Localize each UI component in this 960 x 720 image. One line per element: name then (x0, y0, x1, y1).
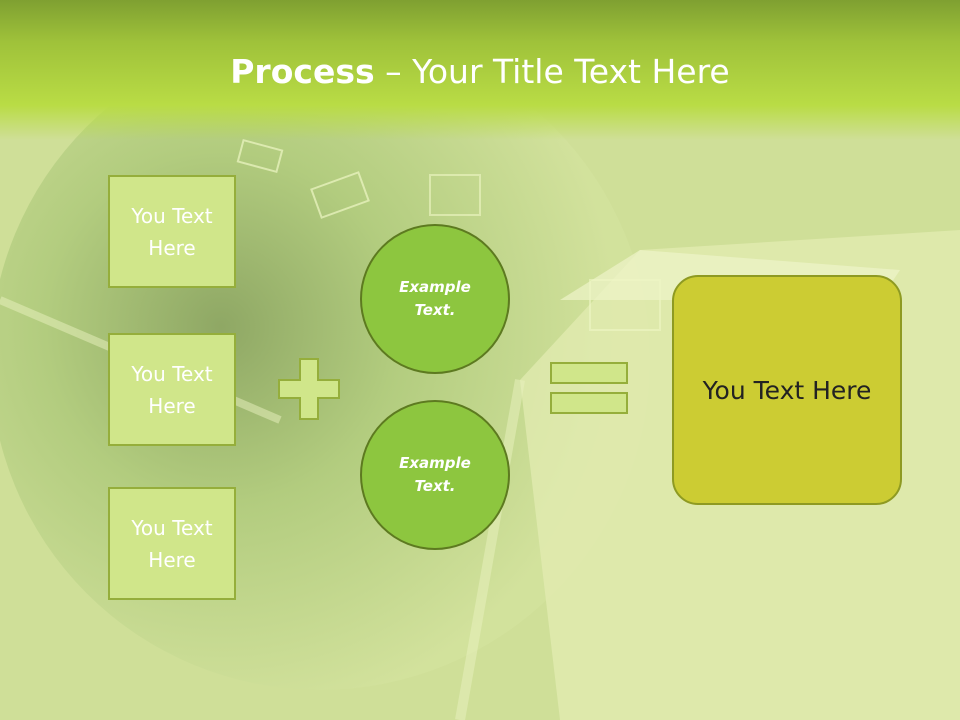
title-band (0, 0, 960, 140)
input-box-text: You Text Here (131, 200, 212, 264)
input-box-line: You Text (131, 515, 213, 540)
input-box-line: Here (148, 393, 196, 418)
plus-icon (278, 358, 340, 420)
input-box-2[interactable]: You Text Here (108, 333, 236, 446)
title-bold: Process (230, 52, 375, 91)
result-box[interactable]: You Text Here (672, 275, 902, 505)
circle-line: Text. (414, 301, 456, 319)
input-box-line: Here (148, 547, 196, 572)
slide-title: Process – Your Title Text Here (0, 52, 960, 91)
circle-line: Example (399, 454, 471, 472)
input-box-line: You Text (131, 203, 213, 228)
circle-line: Example (399, 278, 471, 296)
input-box-3[interactable]: You Text Here (108, 487, 236, 600)
example-circle-1[interactable]: Example Text. (360, 224, 510, 374)
equals-icon (550, 362, 628, 414)
result-text: You Text Here (702, 375, 872, 405)
circle-text: Example Text. (399, 452, 471, 498)
input-box-line: You Text (131, 361, 213, 386)
input-box-text: You Text Here (131, 358, 212, 422)
circle-text: Example Text. (399, 276, 471, 322)
example-circle-2[interactable]: Example Text. (360, 400, 510, 550)
input-box-text: You Text Here (131, 512, 212, 576)
input-box-line: Here (148, 235, 196, 260)
circle-line: Text. (414, 477, 456, 495)
input-box-1[interactable]: You Text Here (108, 175, 236, 288)
title-rest: – Your Title Text Here (374, 52, 730, 91)
